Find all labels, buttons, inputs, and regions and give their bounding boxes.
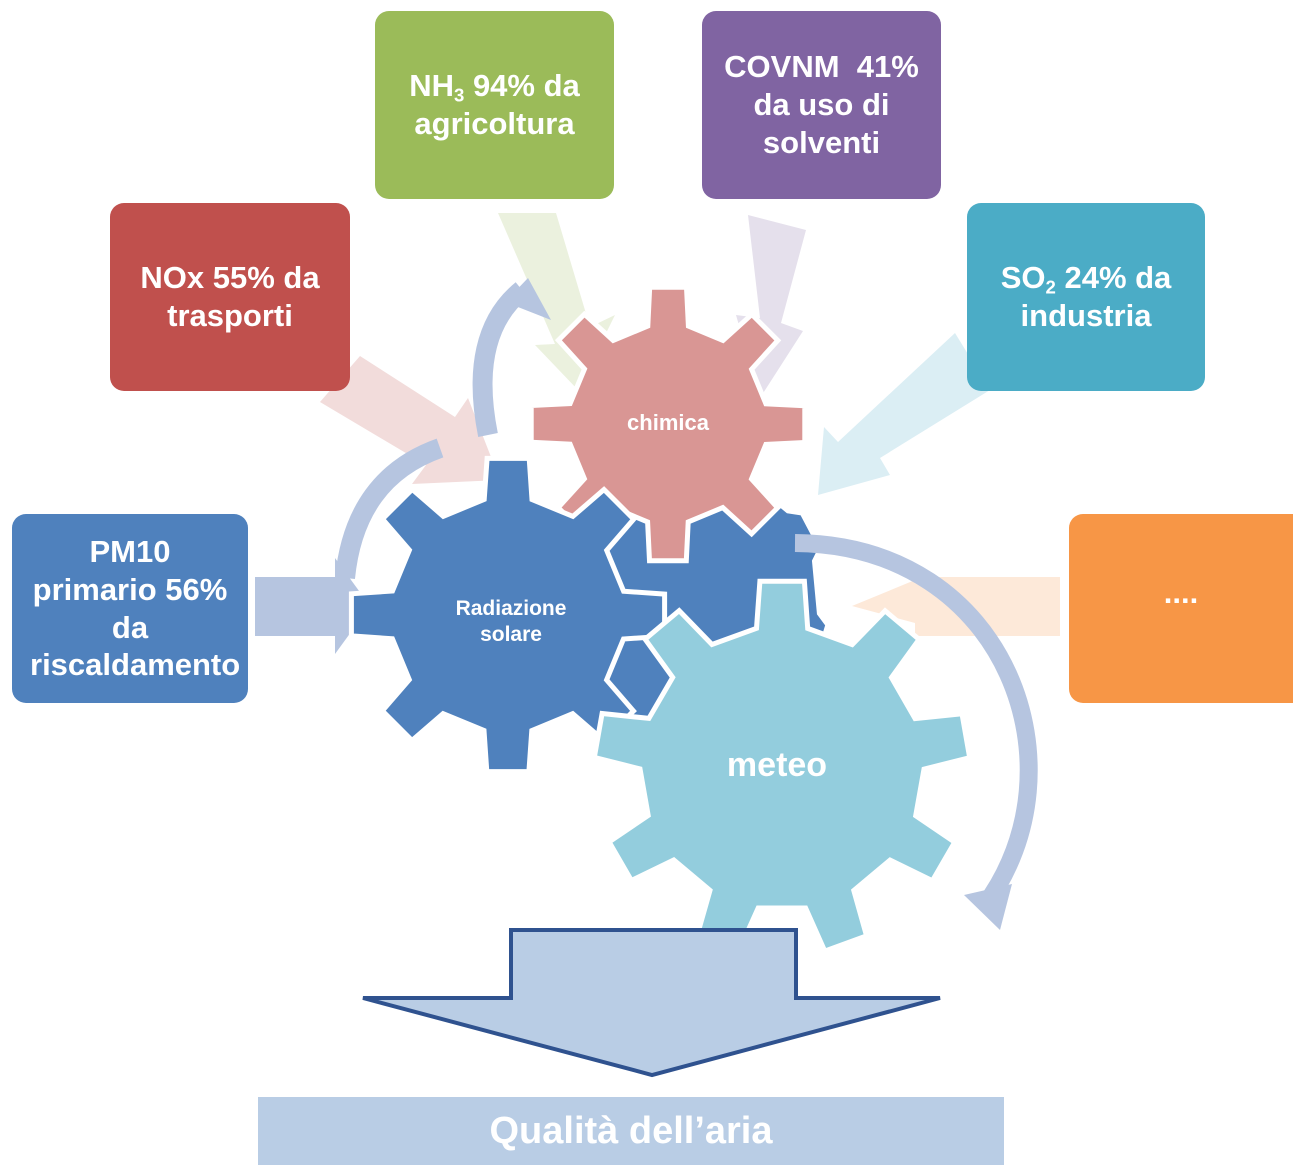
source-label-nh3: NH3 94% da agricoltura (395, 67, 595, 143)
source-box-other: .... (1069, 514, 1293, 703)
result-label: Qualità dell’aria (489, 1109, 773, 1152)
connector-arrow-nox (320, 356, 500, 484)
source-box-nh3: NH3 94% da agricoltura (375, 11, 614, 199)
gear-label-meteo: meteo (726, 746, 828, 784)
gear-label-radiazione: Radiazione solare (455, 597, 567, 647)
source-label-other: .... (1163, 574, 1199, 610)
cycle-arrow-radiazione-to-chimica (335, 278, 551, 580)
connector-arrow-so2 (818, 333, 990, 495)
nh3-subscript: 3 (453, 84, 465, 106)
gear-label-chimica: chimica (627, 410, 709, 435)
source-box-nox: NOx 55% da trasporti (110, 203, 350, 391)
so2-prefix: SO (1000, 260, 1046, 296)
source-label-nox: NOx 55% da trasporti (140, 260, 320, 333)
source-box-so2: SO2 24% da industria (967, 203, 1205, 391)
cycle-arrow-meteo-to-quality (794, 534, 1038, 930)
result-bar: Qualità dell’aria (258, 1097, 1004, 1165)
nh3-suffix: 94% da agricoltura (414, 68, 580, 141)
source-label-covnm: COVNM 41% da uso di solventi (724, 49, 928, 160)
source-label-so2: SO2 24% da industria (994, 259, 1179, 335)
source-label-pm10: PM10 primario 56% da riscaldamento (30, 533, 241, 683)
nh3-prefix: NH (409, 68, 454, 104)
down-arrow (362, 928, 941, 1078)
so2-subscript: 2 (1045, 276, 1056, 298)
gear-meteo (591, 578, 973, 955)
connector-arrow-pm10 (255, 558, 370, 654)
source-box-pm10: PM10 primario 56% da riscaldamento (12, 514, 248, 703)
source-box-covnm: COVNM 41% da uso di solventi (702, 11, 941, 199)
so2-suffix: 24% da industria (1020, 260, 1172, 333)
gear-radiazione (348, 455, 668, 775)
